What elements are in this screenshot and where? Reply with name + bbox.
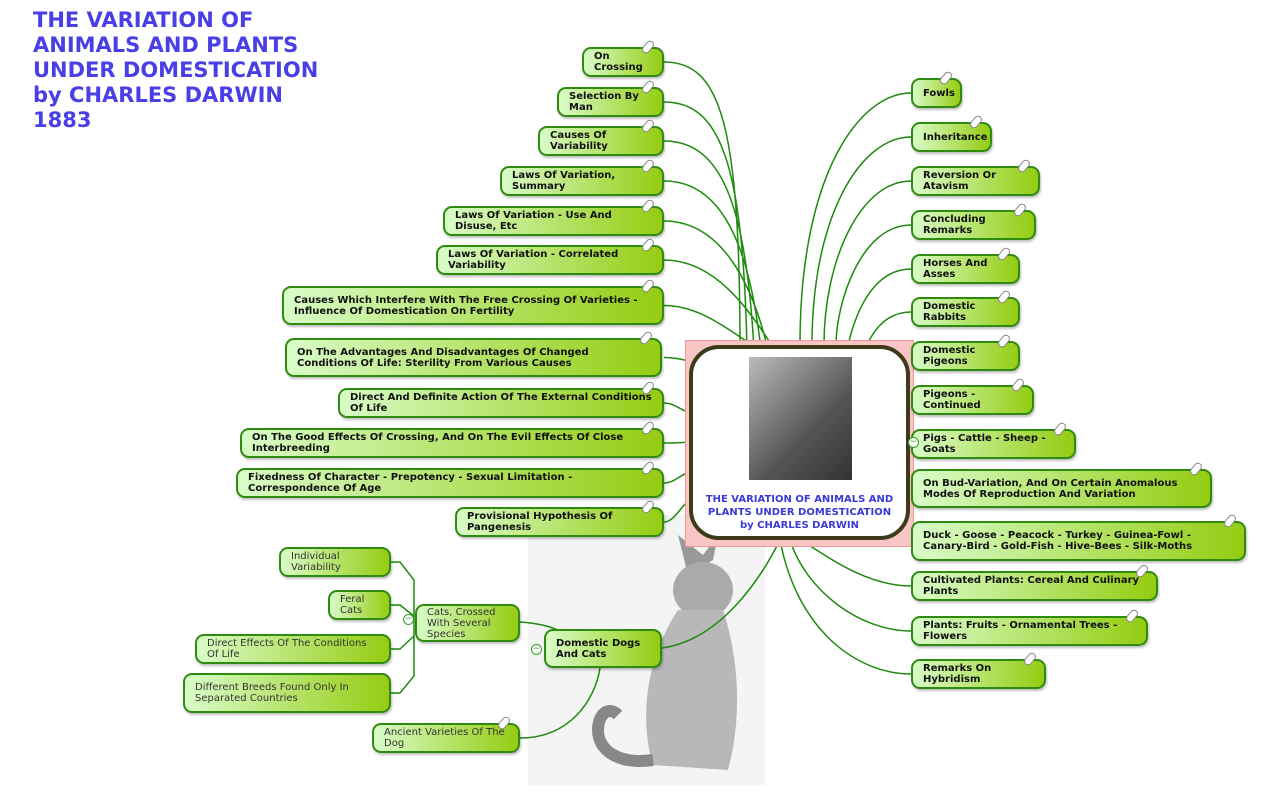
left-topic[interactable]: Fixedness Of Character - Prepotency - Se… [236, 460, 664, 498]
connector-line [391, 561, 415, 694]
cat-subtopic[interactable]: Direct Effects Of The Conditions Of Life [195, 634, 391, 664]
connector-line [779, 539, 912, 675]
connector-line [519, 667, 601, 739]
topic-label: Causes Which Interfere With The Free Cro… [294, 294, 638, 317]
topic-label: Reversion Or Atavism [923, 170, 996, 192]
topic-label: Different Breeds Found Only In Separated… [195, 682, 349, 704]
topic-label: On Crossing [594, 51, 643, 73]
right-topic[interactable]: Horses And Asses [911, 246, 1020, 284]
topic-label: On Bud-Variation, And On Certain Anomalo… [923, 477, 1178, 500]
left-topic[interactable]: Direct And Definite Action Of The Extern… [338, 380, 664, 418]
topic-label: Feral Cats [340, 594, 365, 616]
right-topic[interactable]: Remarks On Hybridism [911, 651, 1046, 689]
connector-line [823, 180, 912, 346]
ancient-varieties-subtopic[interactable]: Ancient Varieties Of The Dog [372, 715, 520, 753]
connector-line [847, 268, 912, 346]
darwin-portrait [749, 357, 852, 480]
left-topic[interactable]: On The Good Effects Of Crossing, And On … [240, 420, 664, 458]
cat-illustration [591, 535, 738, 770]
topic-label: Domestic Dogs And Cats [556, 637, 641, 660]
topic-label: Cats, Crossed With Several Species [427, 606, 496, 640]
title-line: by CHARLES DARWIN [33, 83, 284, 107]
right-topic[interactable]: Reversion Or Atavism [911, 158, 1040, 196]
topic-label: Ancient Varieties Of The Dog [384, 727, 505, 749]
topic-label: Individual Variability [291, 551, 341, 573]
topic-label: Direct Effects Of The Conditions Of Life [207, 638, 367, 660]
cat-subtopic[interactable]: Feral Cats [328, 590, 391, 620]
connector-line [663, 101, 748, 351]
connector-line [663, 259, 776, 351]
connector-line [835, 224, 912, 346]
collapse-toggle-icon[interactable]: − [908, 437, 919, 448]
topic-label: Causes Of Variability [550, 130, 608, 152]
connector-line [663, 140, 755, 351]
right-topic[interactable]: Concluding Remarks [911, 202, 1036, 240]
left-topic[interactable]: Laws Of Variation, Summary [500, 158, 664, 196]
right-topic[interactable]: Domestic Rabbits [911, 289, 1020, 327]
right-topic[interactable]: On Bud-Variation, And On Certain Anomalo… [911, 461, 1212, 508]
topic-label: Domestic Pigeons [923, 345, 976, 367]
topic-label: Fowls [923, 87, 955, 99]
connector-line [663, 61, 741, 351]
central-topic-line: THE VARIATION OF ANIMALS AND [705, 494, 894, 505]
topic-label: Plants: Fruits - Ornamental Trees - Flow… [923, 620, 1118, 642]
right-topic[interactable]: Plants: Fruits - Ornamental Trees - Flow… [911, 608, 1148, 646]
left-topic[interactable]: On Crossing [582, 39, 664, 77]
topic-label: Cultivated Plants: Cereal And Culinary P… [923, 575, 1140, 597]
title-line: THE VARIATION OF [33, 8, 254, 32]
central-topic-line: PLANTS UNDER DOMESTICATION [707, 507, 892, 518]
right-topic[interactable]: Pigeons - Continued [911, 377, 1034, 415]
left-topic[interactable]: Selection By Man [557, 79, 664, 117]
topic-label: Horses And Asses [923, 258, 988, 280]
topic-label: Domestic Rabbits [923, 301, 976, 323]
right-topic[interactable]: Cultivated Plants: Cereal And Culinary P… [911, 563, 1158, 601]
topic-label: Selection By Man [569, 91, 639, 113]
title-line: 1883 [33, 108, 92, 132]
right-topic[interactable]: Inheritance [911, 114, 992, 152]
map-title: THE VARIATION OF ANIMALS AND PLANTS UNDE… [33, 8, 333, 133]
topic-label: On The Good Effects Of Crossing, And On … [252, 432, 624, 454]
connector-line [391, 635, 415, 650]
left-topic[interactable]: Laws Of Variation - Use And Disuse, Etc [443, 198, 664, 236]
right-topic[interactable]: Domestic Pigeons [911, 333, 1020, 371]
cats-crossed-subtopic[interactable]: Cats, Crossed With Several Species [415, 604, 520, 642]
topic-label: Remarks On Hybridism [923, 663, 992, 685]
connector-line [663, 220, 769, 351]
central-topic-line: by CHARLES DARWIN [739, 520, 860, 531]
left-topic[interactable]: Causes Which Interfere With The Free Cro… [282, 278, 664, 325]
topic-label: Duck - Goose - Peacock - Turkey - Guinea… [923, 530, 1193, 552]
connector-line [799, 92, 912, 346]
connector-line [789, 539, 912, 632]
topic-label: Inheritance [923, 131, 988, 143]
topic-label: Laws Of Variation, Summary [512, 170, 616, 192]
topic-label: Concluding Remarks [923, 214, 986, 236]
topic-label: Pigs - Cattle - Sheep - Goats [923, 433, 1046, 455]
left-topic[interactable]: Causes Of Variability [538, 118, 664, 156]
topic-label: Laws Of Variation - Use And Disuse, Etc [455, 210, 612, 232]
title-line: ANIMALS AND PLANTS [33, 33, 299, 57]
cat-subtopic[interactable]: Individual Variability [279, 547, 391, 577]
topic-label: On The Advantages And Disadvantages Of C… [297, 346, 589, 369]
connector-line [661, 539, 781, 649]
topic-label: Pigeons - Continued [923, 389, 981, 411]
topic-label: Fixedness Of Character - Prepotency - Se… [248, 472, 573, 494]
domestic-dogs-cats-topic[interactable]: Domestic Dogs And Cats [544, 629, 662, 668]
left-topic[interactable]: Laws Of Variation - Correlated Variabili… [436, 237, 664, 275]
cat-subtopic[interactable]: Different Breeds Found Only In Separated… [183, 673, 391, 713]
right-topic[interactable]: Duck - Goose - Peacock - Turkey - Guinea… [911, 513, 1246, 561]
connector-line [811, 136, 912, 346]
connector-line [391, 604, 415, 617]
left-topic[interactable]: On The Advantages And Disadvantages Of C… [285, 330, 662, 377]
topic-label: Direct And Definite Action Of The Extern… [350, 392, 652, 414]
central-topic[interactable]: THE VARIATION OF ANIMALS AND PLANTS UNDE… [689, 345, 910, 540]
title-line: UNDER DOMESTICATION [33, 58, 319, 82]
right-topic[interactable]: Pigs - Cattle - Sheep - Goats [911, 421, 1076, 459]
topic-label: Laws Of Variation - Correlated Variabili… [448, 249, 619, 271]
topic-label: Provisional Hypothesis Of Pangenesis [467, 511, 613, 533]
connector-line [663, 180, 762, 351]
left-topic[interactable]: Provisional Hypothesis Of Pangenesis [455, 499, 664, 537]
collapse-toggle-icon[interactable]: − [531, 644, 542, 655]
right-topic[interactable]: Fowls [911, 70, 962, 108]
collapse-toggle-icon[interactable]: − [403, 614, 414, 625]
